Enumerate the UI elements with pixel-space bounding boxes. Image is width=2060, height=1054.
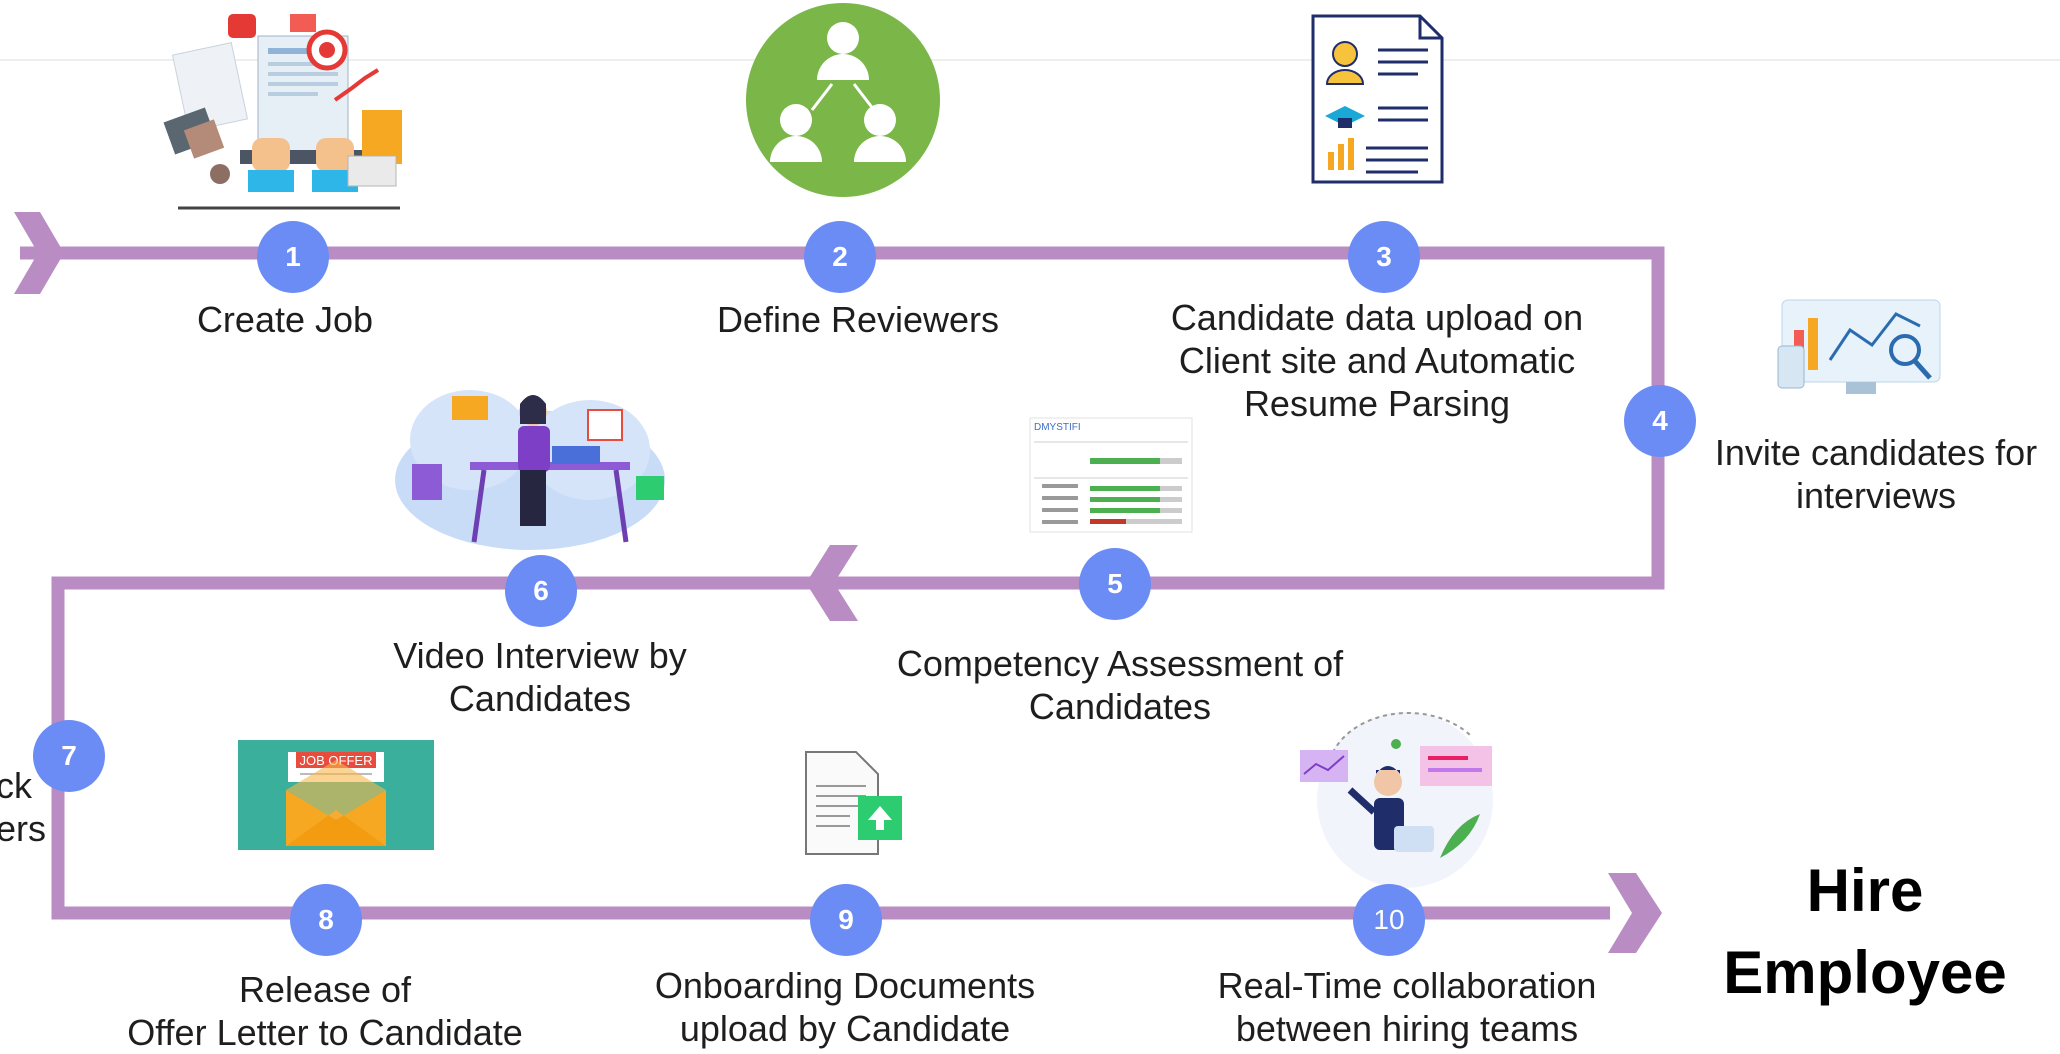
final-outcome-line-1: Hire: [1806, 857, 1924, 924]
competency-report-icon: DMYSTIFI: [1029, 417, 1193, 533]
job-offer-envelope-icon: JOB OFFER: [238, 740, 434, 850]
team-collaboration-icon: [1300, 712, 1493, 888]
step-2-badge: 2: [804, 221, 876, 293]
resume-document-icon: [1311, 14, 1444, 184]
step-9-badge: 9: [810, 884, 882, 956]
step-10-badge: 10: [1353, 884, 1425, 956]
step-7-badge: 7: [33, 720, 105, 792]
step-3-label-line-2: Client site and Automatic: [1178, 340, 1576, 381]
step-8-badge: 8: [290, 884, 362, 956]
step-3-label: Candidate data upload on Client site and…: [1152, 296, 1602, 425]
step-2-label: Define Reviewers: [698, 298, 1018, 341]
step-10-label-line-2: between hiring teams: [1235, 1008, 1579, 1049]
step-1-badge: 1: [257, 221, 329, 293]
step-4-label: Invite candidates for interviews: [1696, 431, 2056, 517]
document-upload-icon: [805, 751, 902, 855]
step-7-label-line-1: ck: [0, 765, 32, 806]
step-5-badge: 5: [1079, 548, 1151, 620]
end-arrow: [1608, 873, 1662, 953]
step-3-label-line-3: Resume Parsing: [1243, 383, 1511, 424]
step-6-label-line-1: Video Interview by: [393, 635, 687, 676]
step-7-label: ck ers: [0, 764, 47, 850]
step-10-label-line-1: Real-Time collaboration: [1217, 965, 1597, 1006]
laptop-desk-icon: [163, 14, 402, 210]
step-1-label-line-1: Create Job: [196, 299, 374, 340]
final-outcome-line-2: Employee: [1723, 939, 2007, 1006]
step-8-label-line-2: Offer Letter to Candidate: [127, 1012, 523, 1053]
step-7-label-line-2: ers: [0, 808, 47, 849]
step-5-label: Competency Assessment of Candidates: [890, 642, 1350, 728]
step-4-badge: 4: [1624, 385, 1696, 457]
step-1-label: Create Job: [145, 298, 425, 341]
step-9-label-line-2: upload by Candidate: [679, 1008, 1011, 1049]
step-5-label-line-2: Candidates: [1028, 686, 1212, 727]
step-4-label-line-2: interviews: [1795, 475, 1957, 516]
step-3-label-line-1: Candidate data upload on: [1170, 297, 1584, 338]
step-8-label-line-1: Release of: [238, 969, 412, 1010]
step-6-badge: 6: [505, 555, 577, 627]
step-6-label-line-2: Candidates: [448, 678, 632, 719]
final-outcome: Hire Employee: [1700, 850, 2030, 1014]
step-6-label: Video Interview by Candidates: [340, 634, 740, 720]
step-9-label: Onboarding Documents upload by Candidate: [640, 964, 1050, 1050]
step-10-label: Real-Time collaboration between hiring t…: [1202, 964, 1612, 1050]
step-9-label-line-1: Onboarding Documents: [654, 965, 1036, 1006]
report-brand: DMYSTIFI: [1034, 422, 1081, 433]
org-hierarchy-icon: [746, 3, 940, 197]
video-interview-desk-icon: [395, 390, 665, 550]
middle-chevron: [806, 545, 858, 621]
step-5-label-line-1: Competency Assessment of: [896, 643, 1344, 684]
step-3-badge: 3: [1348, 221, 1420, 293]
step-8-label: Release of Offer Letter to Candidate: [110, 968, 540, 1054]
step-4-label-line-1: Invite candidates for: [1714, 432, 2038, 473]
step-2-label-line-1: Define Reviewers: [716, 299, 1000, 340]
analytics-dashboard-icon: [1777, 299, 1941, 394]
start-chevron: [14, 212, 64, 294]
